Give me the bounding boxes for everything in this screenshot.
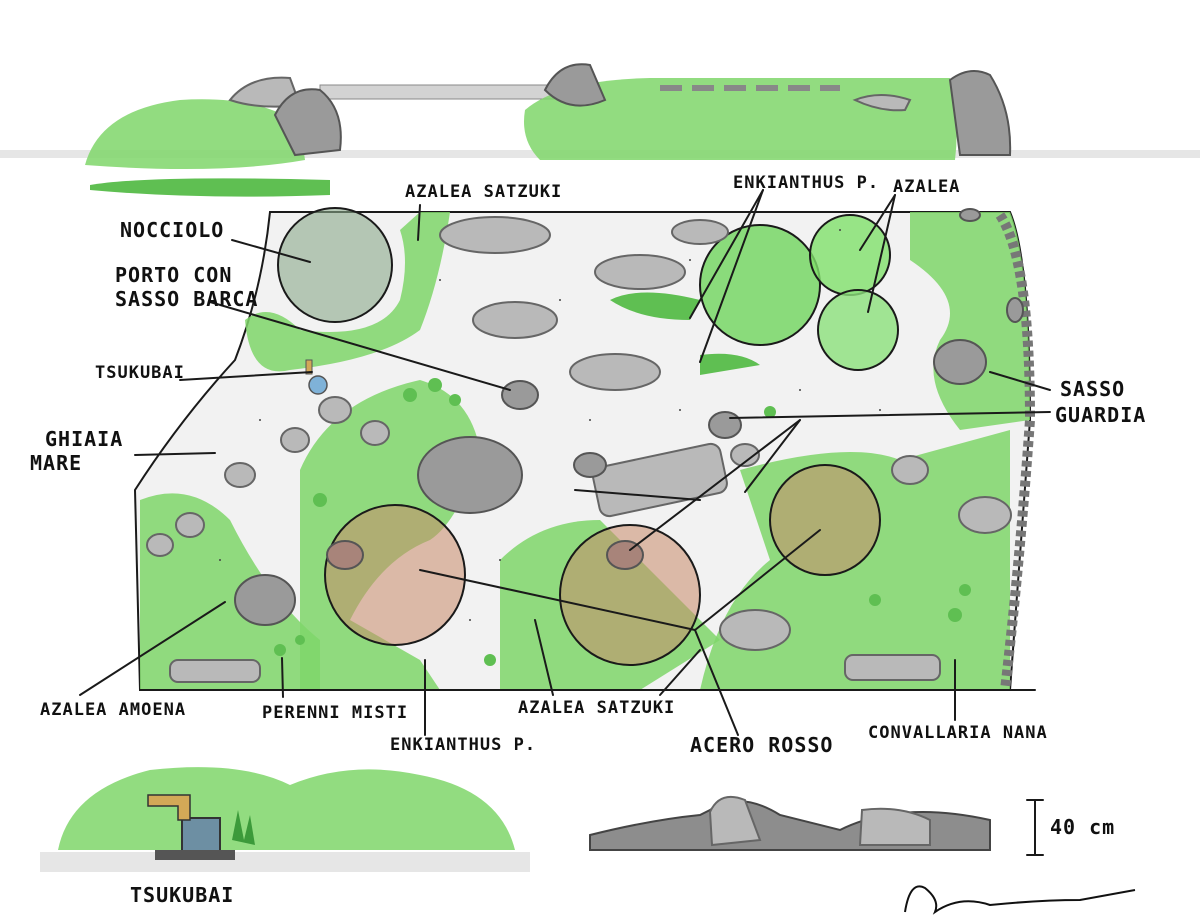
label-ghiaia-line2: MARE <box>30 451 82 475</box>
azalea-canopy-2 <box>817 289 899 371</box>
wall-section: 40 cm <box>589 796 1115 856</box>
gravel-texture <box>219 229 881 621</box>
acero-canopy-1 <box>324 504 466 646</box>
garden-plan <box>133 207 1036 691</box>
label-tsukubai-detail: TSUKUBAI <box>130 883 234 907</box>
label-sasso-line1: SASSO <box>1060 377 1125 401</box>
nocciolo-canopy <box>277 207 393 323</box>
label-azalea-amoena: AZALEA AMOENA <box>40 700 186 720</box>
acero-canopy-3 <box>769 464 881 576</box>
label-nocciolo: NOCCIOLO <box>120 218 224 242</box>
label-convallaria: CONVALLARIA NANA <box>868 723 1048 743</box>
leader-lines <box>79 189 1051 736</box>
plan-labels: AZALEA SATZUKI ENKIANTHUS P. AZALEA NOCC… <box>30 173 1146 757</box>
planting-bed-bottom-left <box>140 493 320 690</box>
azalea-canopy-1 <box>809 214 891 296</box>
top-elevation <box>0 63 1200 197</box>
planting-bed-top-left <box>245 212 450 372</box>
signature <box>904 885 1136 915</box>
tsukubai-detail: TSUKUBAI <box>40 767 530 907</box>
label-porto-line2: SASSO BARCA <box>115 287 258 311</box>
tsukubai-basin <box>308 375 328 395</box>
acero-canopy-2 <box>559 524 701 666</box>
perennial-dots <box>274 378 971 666</box>
label-acero-rosso: ACERO ROSSO <box>690 733 833 757</box>
tsukubai-bamboo-spout <box>147 794 191 821</box>
stones <box>146 208 1024 683</box>
label-sasso-line2: GUARDIA <box>1055 403 1146 427</box>
enkianthus-canopy-top <box>699 224 821 346</box>
label-azalea-top: AZALEA <box>893 177 960 197</box>
label-enkianthus-top: ENKIANTHUS P. <box>733 173 879 193</box>
label-tsukubai-plan: TSUKUBAI <box>95 363 185 383</box>
label-azalea-satzuki-top: AZALEA SATZUKI <box>405 182 562 202</box>
tsukubai-spout <box>305 359 313 375</box>
label-azalea-satzuki-bottom: AZALEA SATZUKI <box>518 698 675 718</box>
label-enkianthus-bottom: ENKIANTHUS P. <box>390 735 536 755</box>
label-perenni-misti: PERENNI MISTI <box>262 703 408 723</box>
label-ghiaia-line1: GHIAIA <box>45 427 123 451</box>
label-scale: 40 cm <box>1050 815 1115 839</box>
label-porto-line1: PORTO CON <box>115 263 232 287</box>
